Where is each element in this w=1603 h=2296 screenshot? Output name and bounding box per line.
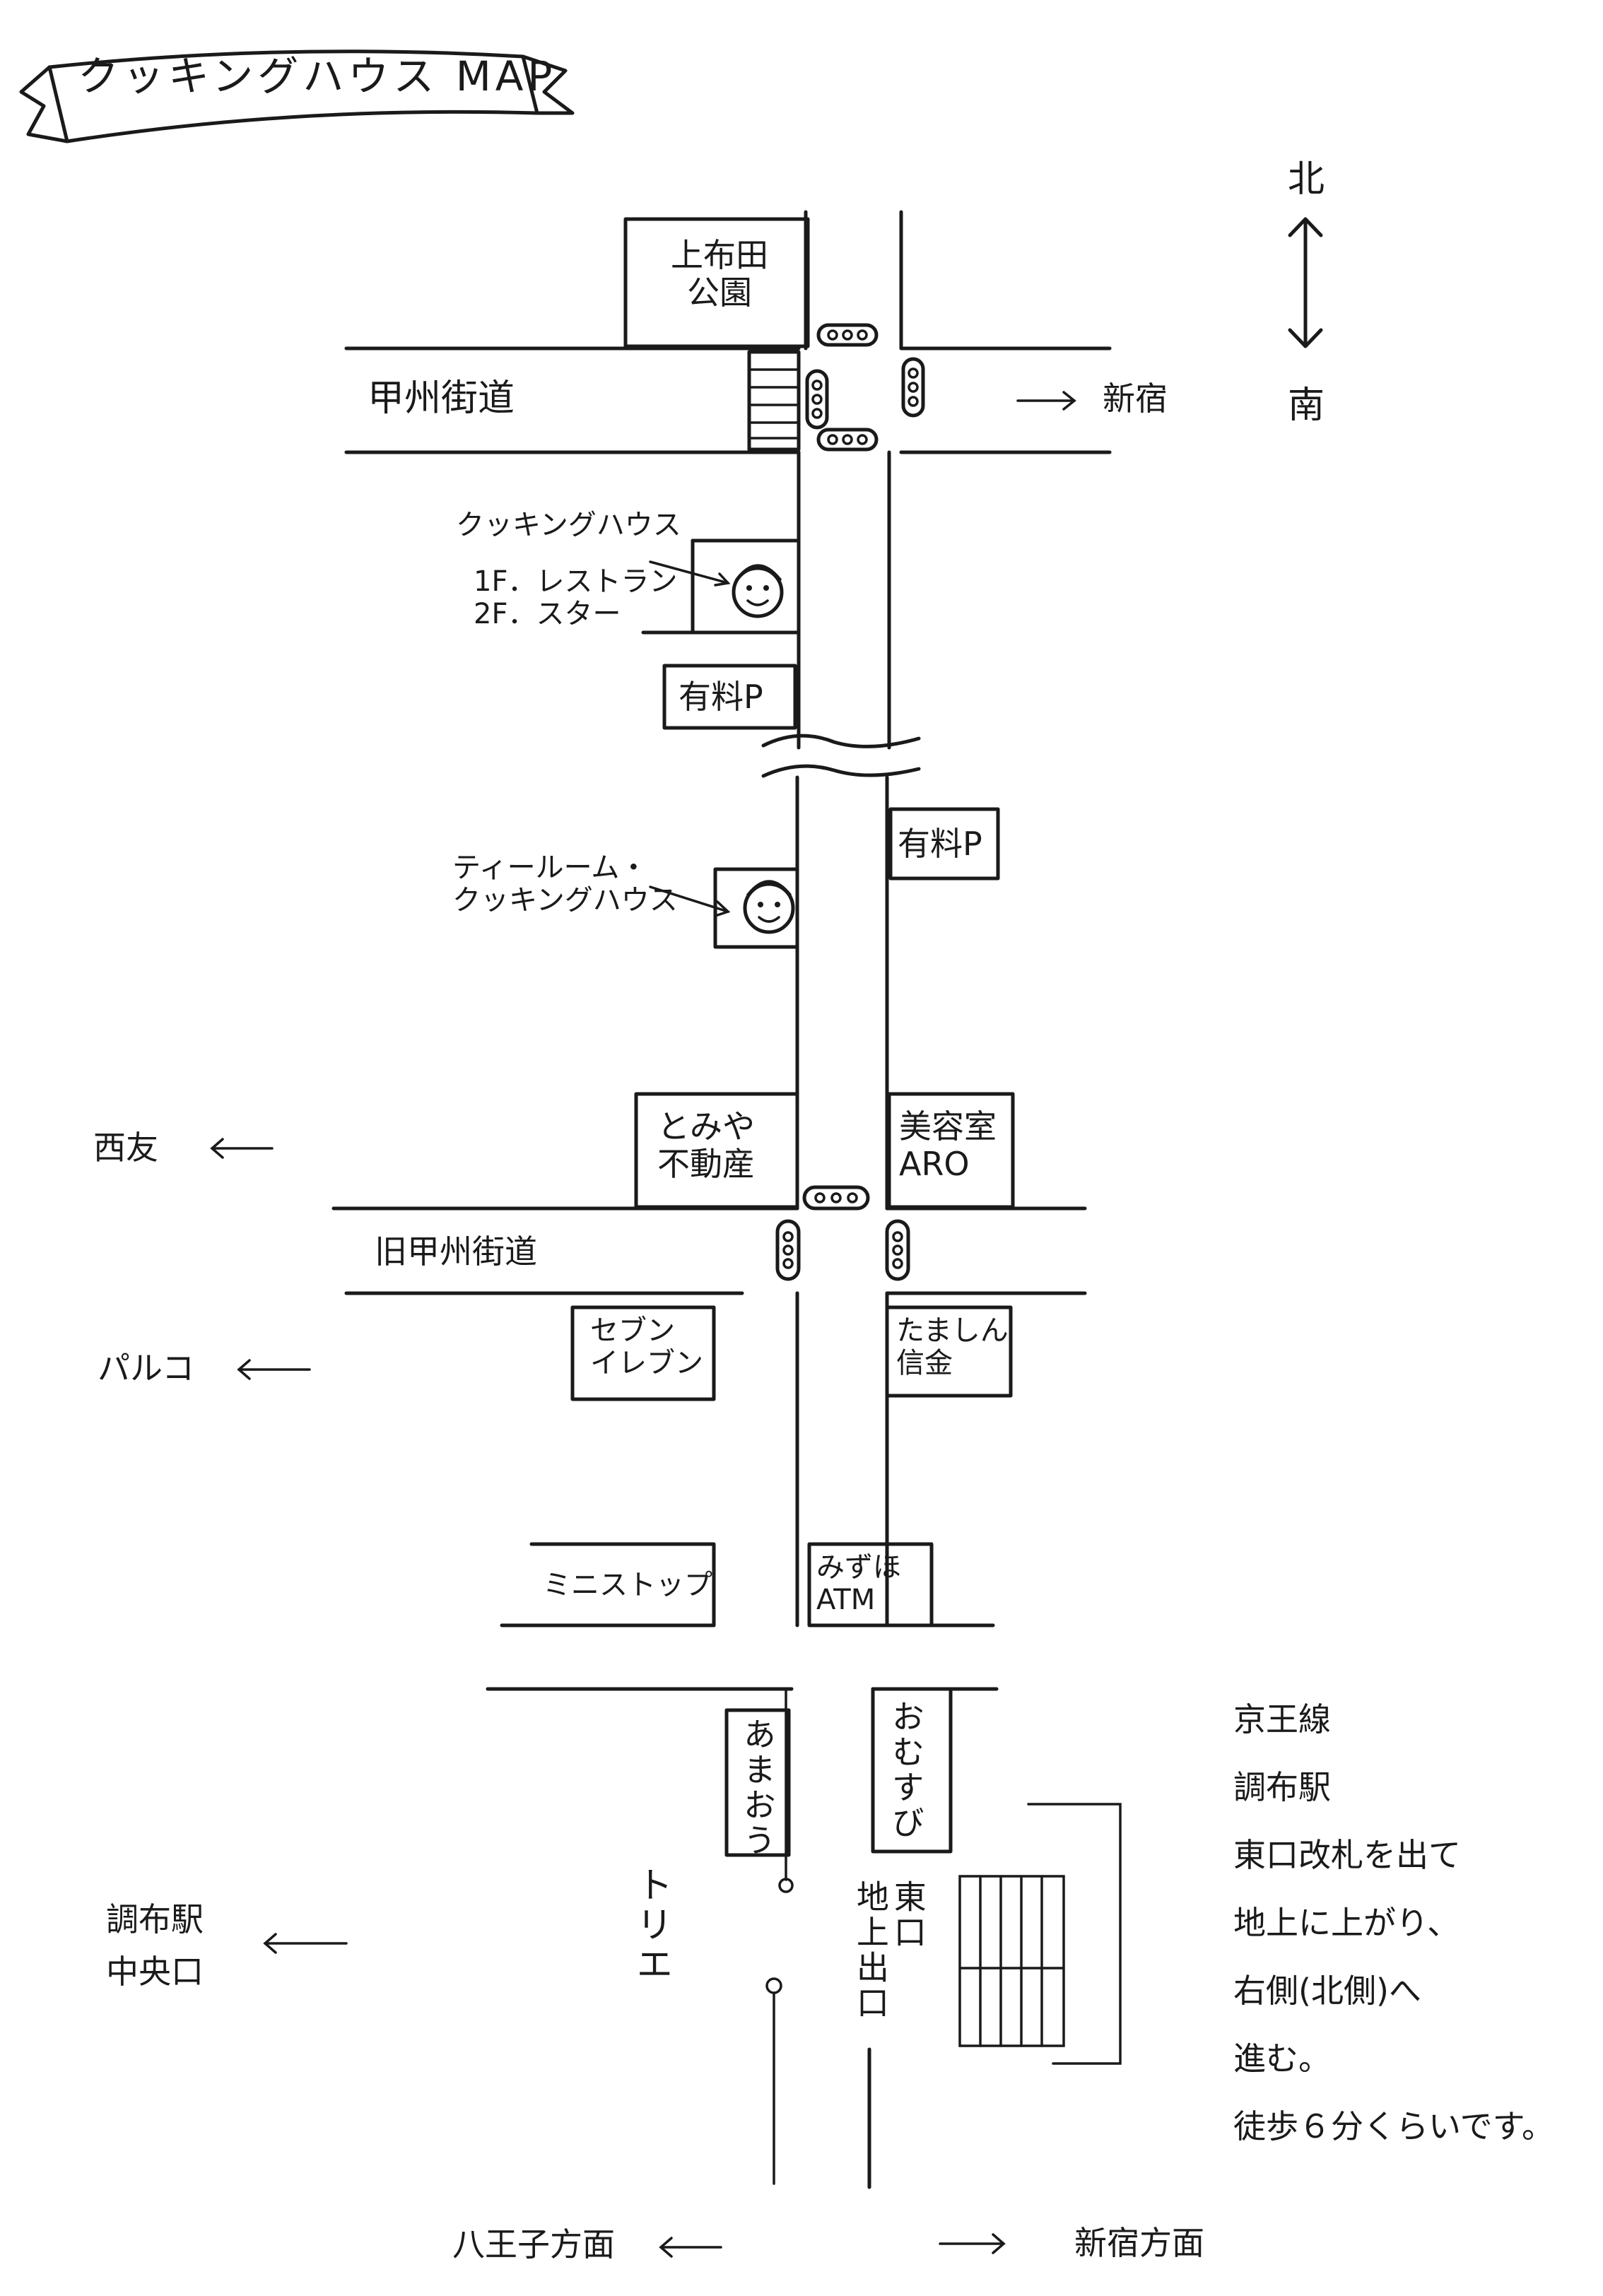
note-line: 東口改札を出て xyxy=(1233,1836,1461,1874)
omusubi-label: おむすび xyxy=(886,1700,925,1841)
old-koshu-kaido-road xyxy=(331,1206,1087,1295)
shinjuku-top-label: 新宿 xyxy=(1103,379,1168,418)
cooking-house-building xyxy=(641,538,801,635)
parking-left-label: 有料P xyxy=(679,678,763,716)
koshu-kaido-label: 甲州街道 xyxy=(368,377,515,420)
tearoom-pointer xyxy=(649,885,729,913)
note-line: 地上に上がり、 xyxy=(1233,1904,1460,1942)
parking-left-block xyxy=(662,664,797,730)
park-label: 上布田 公園 xyxy=(671,236,768,312)
cooking-house-floors-label: 1F．レストラン 2F．スター xyxy=(474,565,678,630)
parking-right-label: 有料P xyxy=(898,825,982,863)
arrow-right-icon xyxy=(939,2233,1006,2254)
seiyu-label: 西友 xyxy=(93,1129,158,1167)
arrow-left-icon xyxy=(659,2237,722,2258)
tearoom-block xyxy=(713,867,799,949)
traffic-light-icon xyxy=(805,323,925,452)
arrow-right-icon xyxy=(1016,391,1076,411)
tomiya-label: とみや 不動産 xyxy=(657,1107,755,1183)
hachioji-label: 八王子方面 xyxy=(452,2225,615,2263)
koshu-kaido-road xyxy=(344,346,1112,454)
break-line-bottom xyxy=(761,764,921,778)
amaou-label: あまおう xyxy=(738,1717,777,1859)
old-koshu-kaido-label: 旧甲州街道 xyxy=(375,1232,537,1271)
break-line-top xyxy=(761,734,921,748)
seven-label: セブン イレブン xyxy=(590,1314,703,1379)
cooking-house-label: クッキングハウス xyxy=(456,509,681,541)
compass-south-label: 南 xyxy=(1288,384,1325,427)
tamashin-label: たましん 信金 xyxy=(896,1314,1009,1379)
tearoom-label: ティールーム・ クッキングハウス xyxy=(452,852,678,917)
crosswalk-icon xyxy=(747,350,801,452)
note-line: 京王線 xyxy=(1233,1700,1331,1738)
note-line: 調布駅 xyxy=(1233,1768,1331,1806)
ministop-label: ミニストップ xyxy=(543,1569,712,1601)
mizuho-label: みずほ ATM xyxy=(816,1551,901,1616)
tamashin-block xyxy=(885,1305,1013,1398)
torie-label: トリエ xyxy=(629,1866,672,1984)
salon-label: 美容室 ARO xyxy=(899,1107,997,1183)
shinjuku-bottom-label: 新宿方面 xyxy=(1074,2224,1204,2262)
note-line: 徒歩６分くらいです。 xyxy=(1233,2107,1555,2145)
parking-right-block xyxy=(888,807,1000,881)
main-street xyxy=(795,210,903,1627)
directions-note: 京王線 調布駅 東口改札を出て 地上に上がり、 右側(北側)へ 進む。 徒歩６分… xyxy=(1233,1685,1554,2160)
smiley-face-icon xyxy=(743,880,795,934)
park-block xyxy=(623,217,810,348)
smiley-face-icon xyxy=(732,564,784,618)
stairs-icon xyxy=(958,1803,1122,2065)
chofu-central-label: 調布駅 中央口 xyxy=(106,1900,204,1991)
compass-north-label: 北 xyxy=(1288,158,1325,201)
map-title: クッキングハウス MAP xyxy=(78,52,557,100)
note-line: 進む。 xyxy=(1233,2039,1331,2078)
arrow-left-icon xyxy=(210,1138,348,1954)
title-banner-icon xyxy=(19,49,575,143)
parco-label: パルコ xyxy=(98,1349,195,1387)
torie-road xyxy=(486,1687,999,2189)
note-line: 右側(北側)へ xyxy=(1233,1972,1421,2010)
east-exit-label: 東口 地上出口 xyxy=(851,1880,927,2021)
traffic-light-icon xyxy=(775,1185,910,1281)
compass-arrow-icon xyxy=(1288,217,1323,348)
seven-block xyxy=(570,1305,716,1401)
